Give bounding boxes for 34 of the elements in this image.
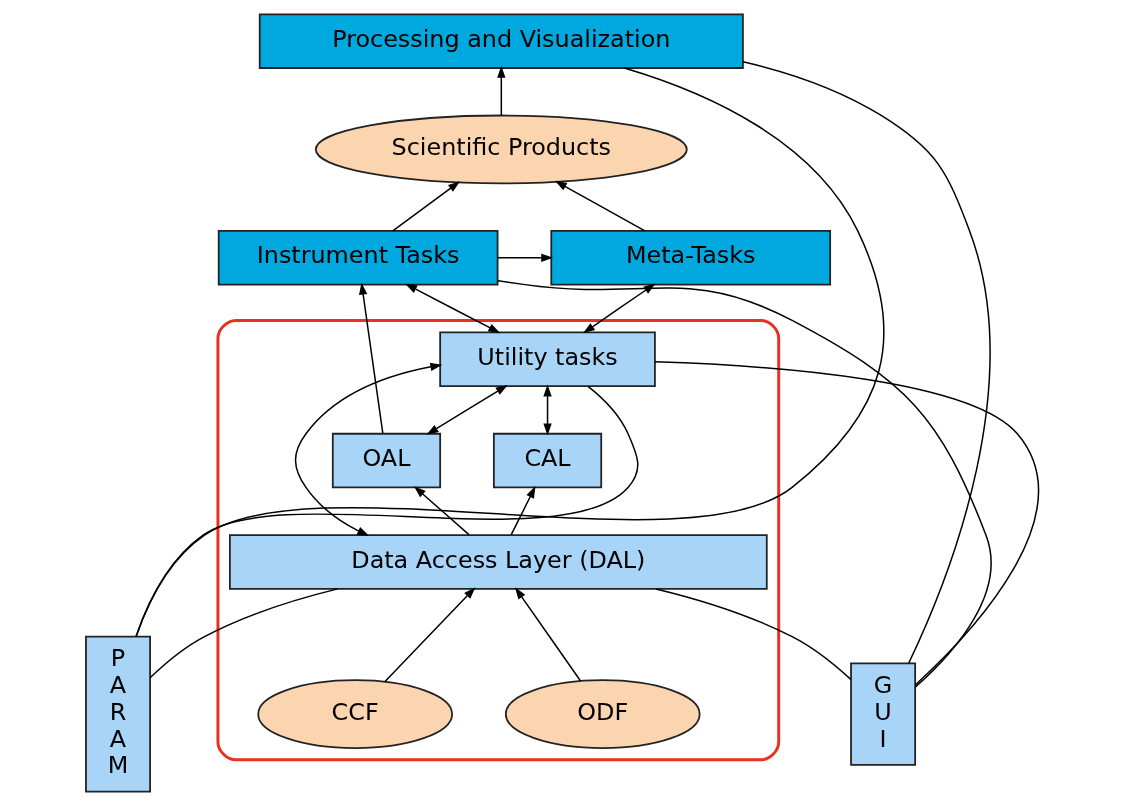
connector [496,279,992,688]
node-box: OAL [331,432,441,489]
node-box: PARAM [84,635,151,793]
connector [653,361,1039,686]
arrow [404,283,500,334]
node-box: Data Access Layer (DAL) [228,534,768,590]
arrow [542,384,552,436]
node-box: Instrument Tasks [217,230,498,286]
cluster [215,318,780,762]
connector [135,67,885,637]
connector [741,61,991,664]
arrow [425,385,508,435]
arrow [514,587,581,682]
node-box: Meta-Tasks [549,230,831,286]
arrow [383,587,475,683]
arrow [510,486,536,536]
node-box: CAL [492,432,602,489]
arrow [413,486,470,536]
node-box: Utility tasks [438,331,656,387]
connector [654,588,851,681]
arrow [496,65,505,116]
node-ellipse: CCF [256,679,453,749]
arrow [358,282,384,435]
node-ellipse: Scientific Products [314,114,688,185]
connector [148,588,338,679]
arrow [554,180,646,232]
arrow [496,253,553,262]
node-box: Processing and Visualization [258,13,744,69]
node-ellipse: ODF [504,679,701,749]
arrow [294,362,442,536]
arrow [391,181,460,232]
node-box: GUI [849,662,916,766]
arrow [582,283,655,334]
connector [134,385,638,637]
